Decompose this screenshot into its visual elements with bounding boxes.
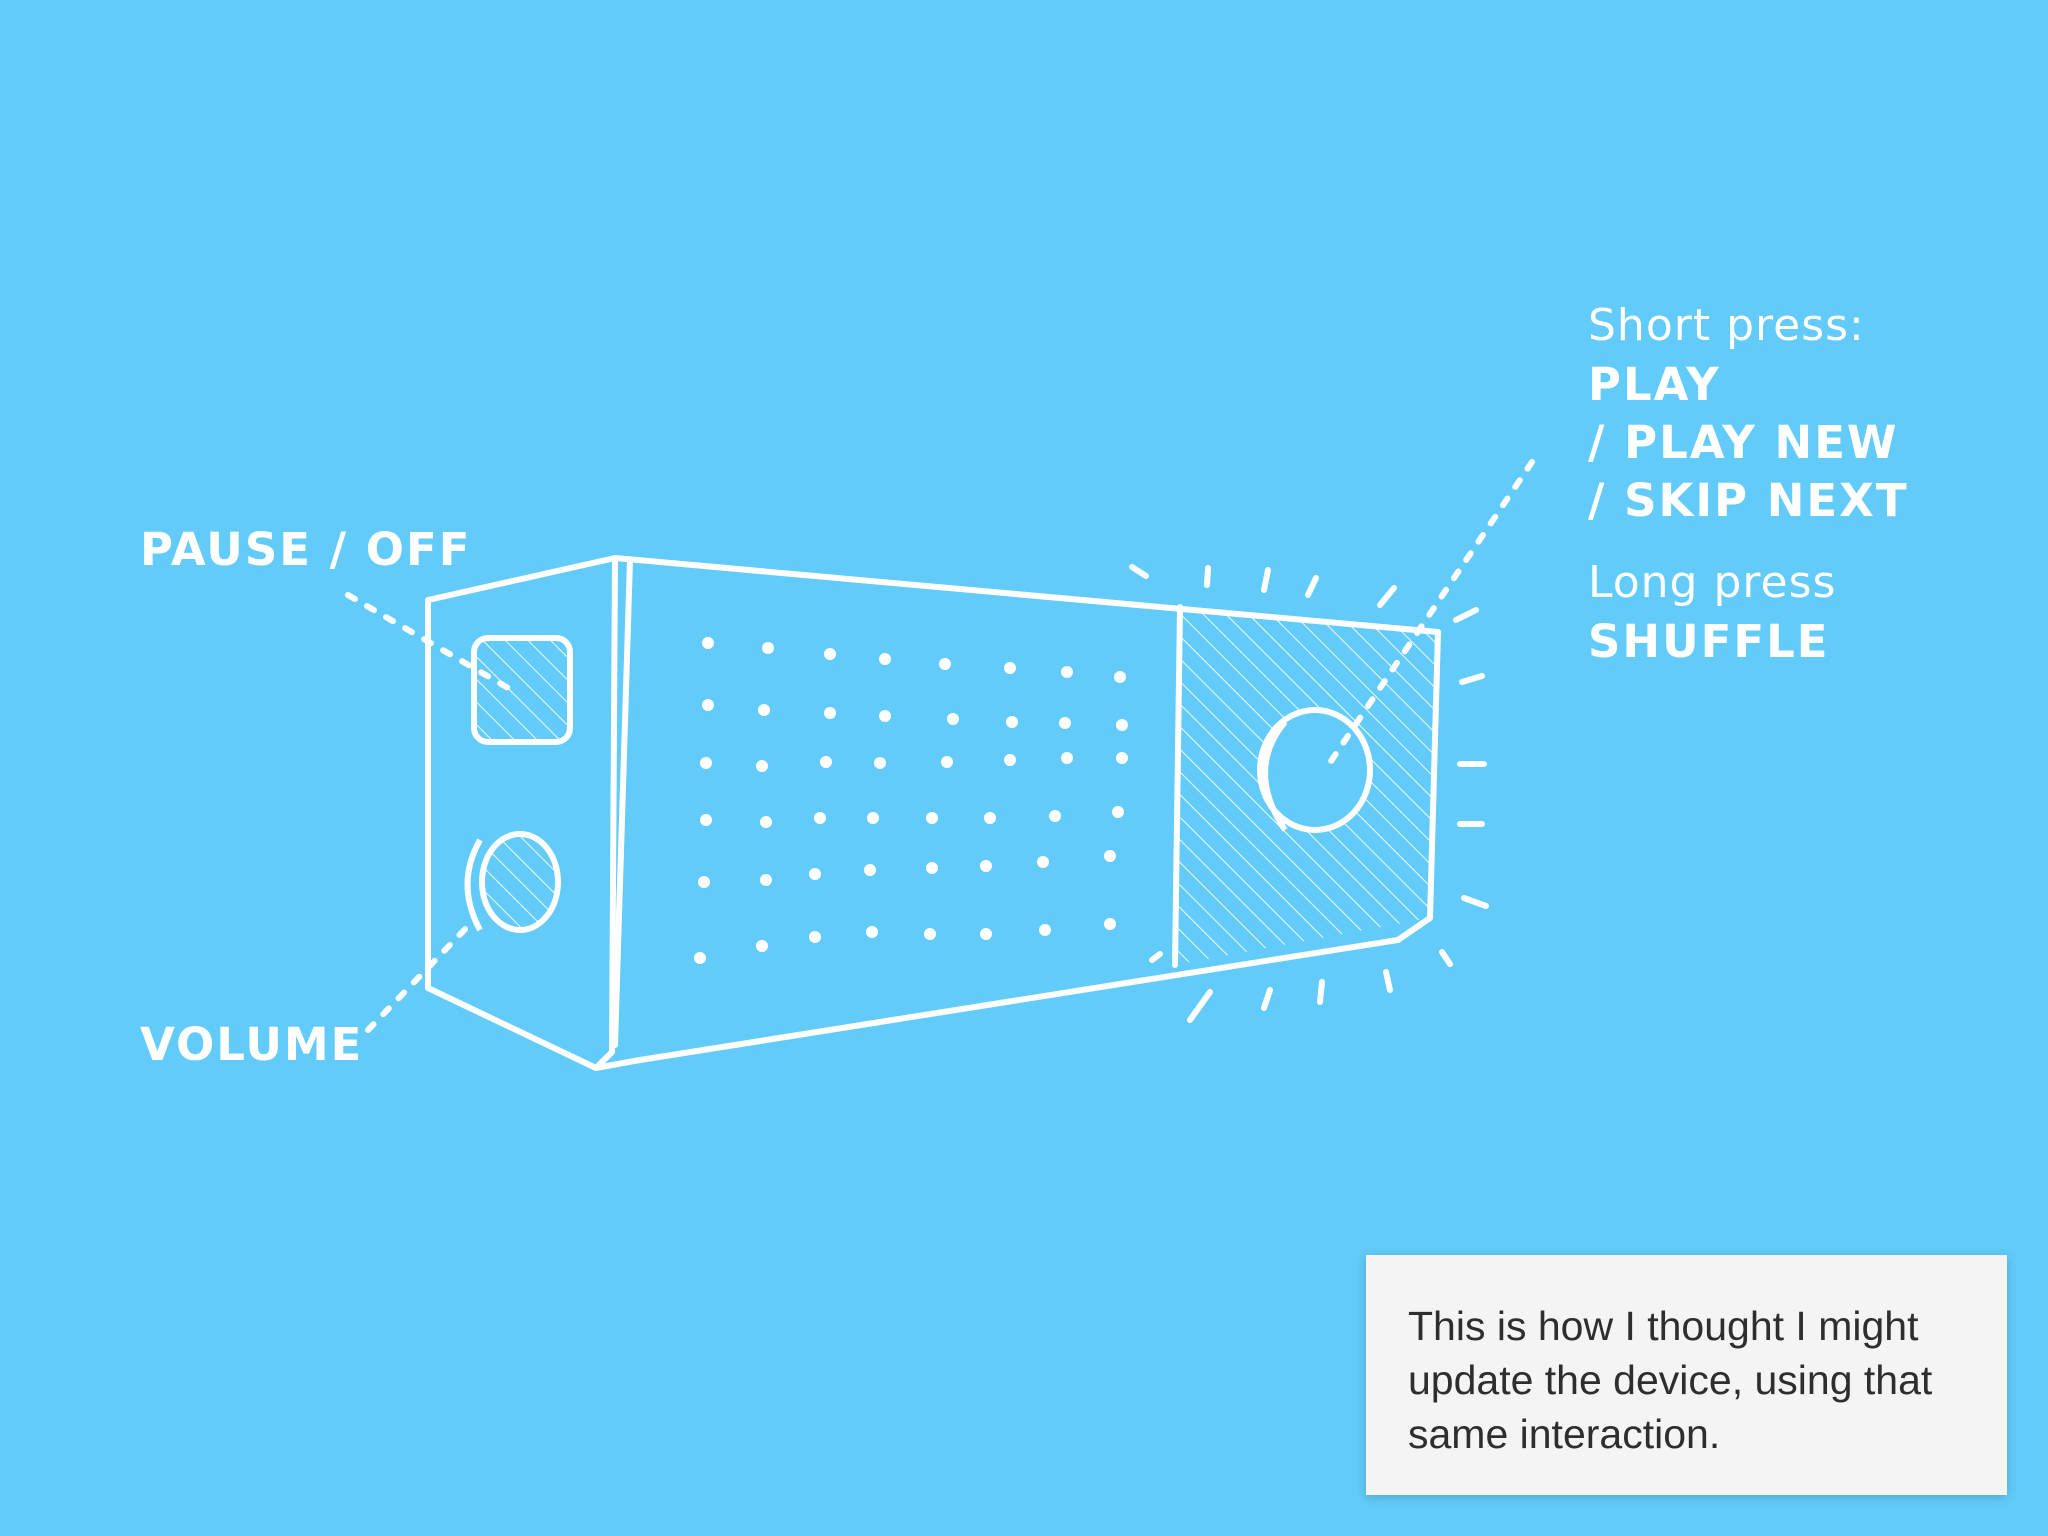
device-bottom-edge [593, 937, 1401, 1071]
leader-lines [345, 459, 1535, 1033]
speaker-grille [694, 637, 1128, 964]
leader-volume [365, 919, 475, 1033]
shuffle-label: SHUFFLE [1588, 615, 1830, 668]
speaker-note-card: This is how I thought I might update the… [1366, 1255, 2007, 1495]
device-front-left-edge [612, 557, 633, 1048]
skip-next-label: / SKIP NEXT [1588, 474, 1909, 527]
speaker-note-text: This is how I thought I might update the… [1408, 1303, 1933, 1457]
play-button-icon [1257, 707, 1373, 833]
leader-play [1322, 459, 1535, 773]
volume-label: VOLUME [140, 1018, 364, 1071]
play-label: PLAY [1588, 358, 1721, 411]
glow-rays [1129, 564, 1489, 1023]
play-new-label: / PLAY NEW [1588, 416, 1899, 469]
pause-button-icon [471, 635, 573, 745]
device-left-face [425, 555, 618, 1071]
long-press-label: Long press [1588, 557, 1837, 608]
leader-pause [345, 592, 518, 695]
volume-knob-icon [464, 831, 561, 933]
pause-off-label: PAUSE / OFF [140, 523, 472, 576]
short-press-label: Short press: [1588, 300, 1865, 351]
